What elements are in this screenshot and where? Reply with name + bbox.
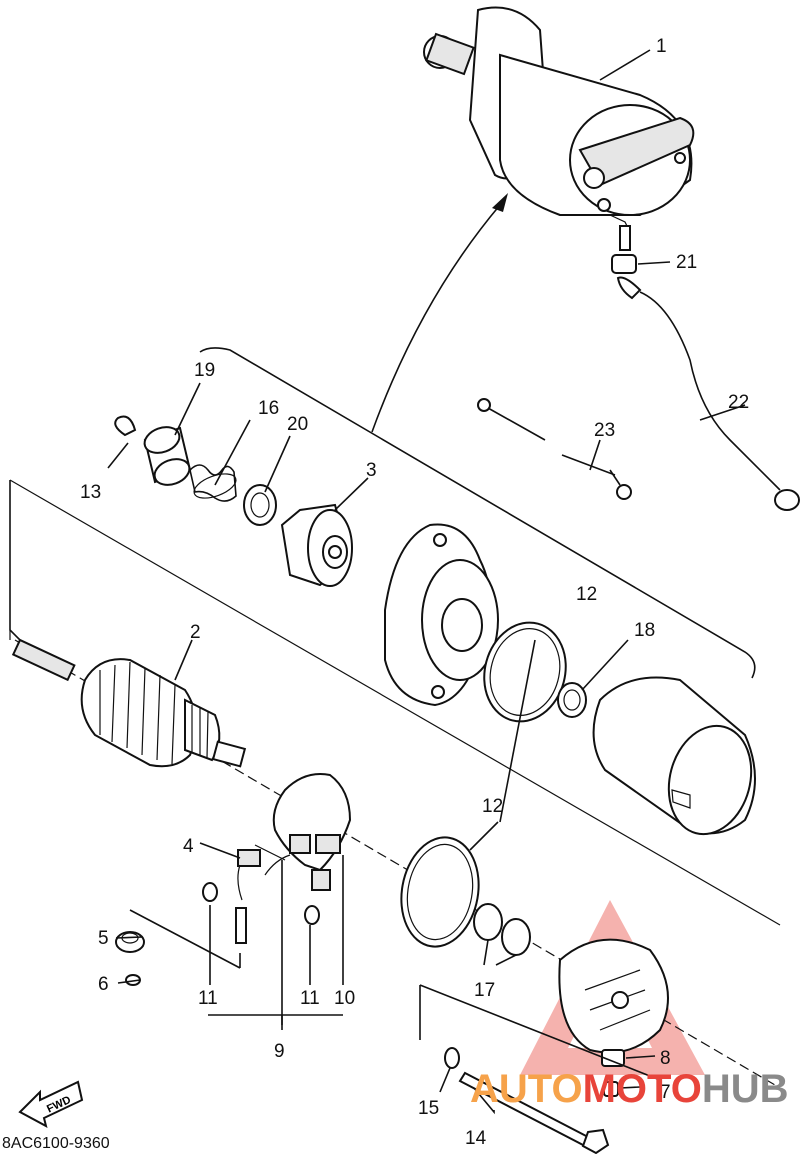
callout-15: 15	[418, 1098, 439, 1119]
callout-16: 16	[258, 398, 279, 419]
nut-5	[115, 931, 145, 953]
yoke	[592, 676, 756, 836]
nut-7	[603, 1081, 619, 1097]
assembly-outline-dashed	[9, 480, 21, 641]
callout-22: 22	[728, 392, 749, 413]
callout-14: 14	[465, 1128, 487, 1149]
brush	[235, 849, 261, 944]
callout-17: 17	[474, 980, 495, 1001]
callout-21: 21	[676, 252, 697, 273]
nut-8	[601, 1049, 625, 1067]
washer-left	[202, 882, 218, 902]
spring	[189, 464, 237, 502]
callout-19: 19	[194, 360, 215, 381]
washer-15	[444, 1047, 460, 1069]
callout-23: 23	[594, 420, 615, 441]
leader-lines	[107, 49, 746, 1115]
callout-3: 3	[366, 460, 377, 481]
drawing-code: 8AC6100-9360	[2, 1135, 110, 1152]
armature	[11, 638, 247, 768]
callout-labels: 1 2 3 4 5 6 7 8 9 10 11 11 12 12 13 14 1…	[80, 36, 749, 1149]
watermark-moto: MOTO	[583, 1067, 702, 1111]
assembly-bracket	[199, 347, 756, 679]
nut-and-lead	[611, 254, 800, 511]
circlip	[114, 415, 137, 437]
washer	[243, 484, 277, 526]
callout-7: 7	[660, 1082, 671, 1103]
o-ring-upper	[483, 621, 567, 723]
watermark-hub: HUB	[702, 1067, 789, 1111]
callout-5: 5	[98, 928, 109, 949]
fwd-indicator: FWD	[18, 1080, 84, 1128]
outline-top-line	[9, 479, 781, 926]
callout-12-lower: 12	[482, 796, 503, 817]
washer-right	[304, 905, 320, 925]
washer-17b	[501, 918, 531, 956]
callout-8: 8	[660, 1048, 671, 1069]
arrow-left-icon	[18, 1080, 84, 1128]
callout-9: 9	[274, 1041, 285, 1062]
callout-4: 4	[183, 836, 194, 857]
starter-motor	[423, 6, 695, 251]
washer-17a	[473, 903, 503, 941]
callout-18: 18	[634, 620, 655, 641]
callout-20: 20	[287, 414, 308, 435]
watermark-text: AUTOMOTOHUB	[470, 1067, 789, 1111]
callout-1: 1	[656, 36, 667, 57]
long-bolt	[458, 1071, 610, 1154]
rear-cover	[558, 938, 669, 1054]
callout-12-upper: 12	[576, 584, 597, 605]
callout-13: 13	[80, 482, 101, 503]
center-axis	[14, 639, 776, 1086]
brush-plate	[254, 773, 352, 891]
callout-6: 6	[98, 974, 109, 995]
collar	[143, 426, 192, 486]
callout-10: 10	[334, 988, 355, 1009]
callout-2: 2	[190, 622, 201, 643]
callout-11a: 11	[198, 988, 218, 1009]
wire-leads	[477, 398, 632, 500]
assembly-arrow	[371, 204, 501, 433]
callout-11b: 11	[300, 988, 320, 1009]
thrust-washer	[557, 682, 587, 718]
o-ring-lower	[400, 836, 480, 948]
arrow-head-icon	[492, 193, 508, 212]
watermark-auto: AUTO	[470, 1067, 583, 1111]
front-cover	[384, 523, 499, 707]
clutch-gear	[280, 503, 353, 587]
